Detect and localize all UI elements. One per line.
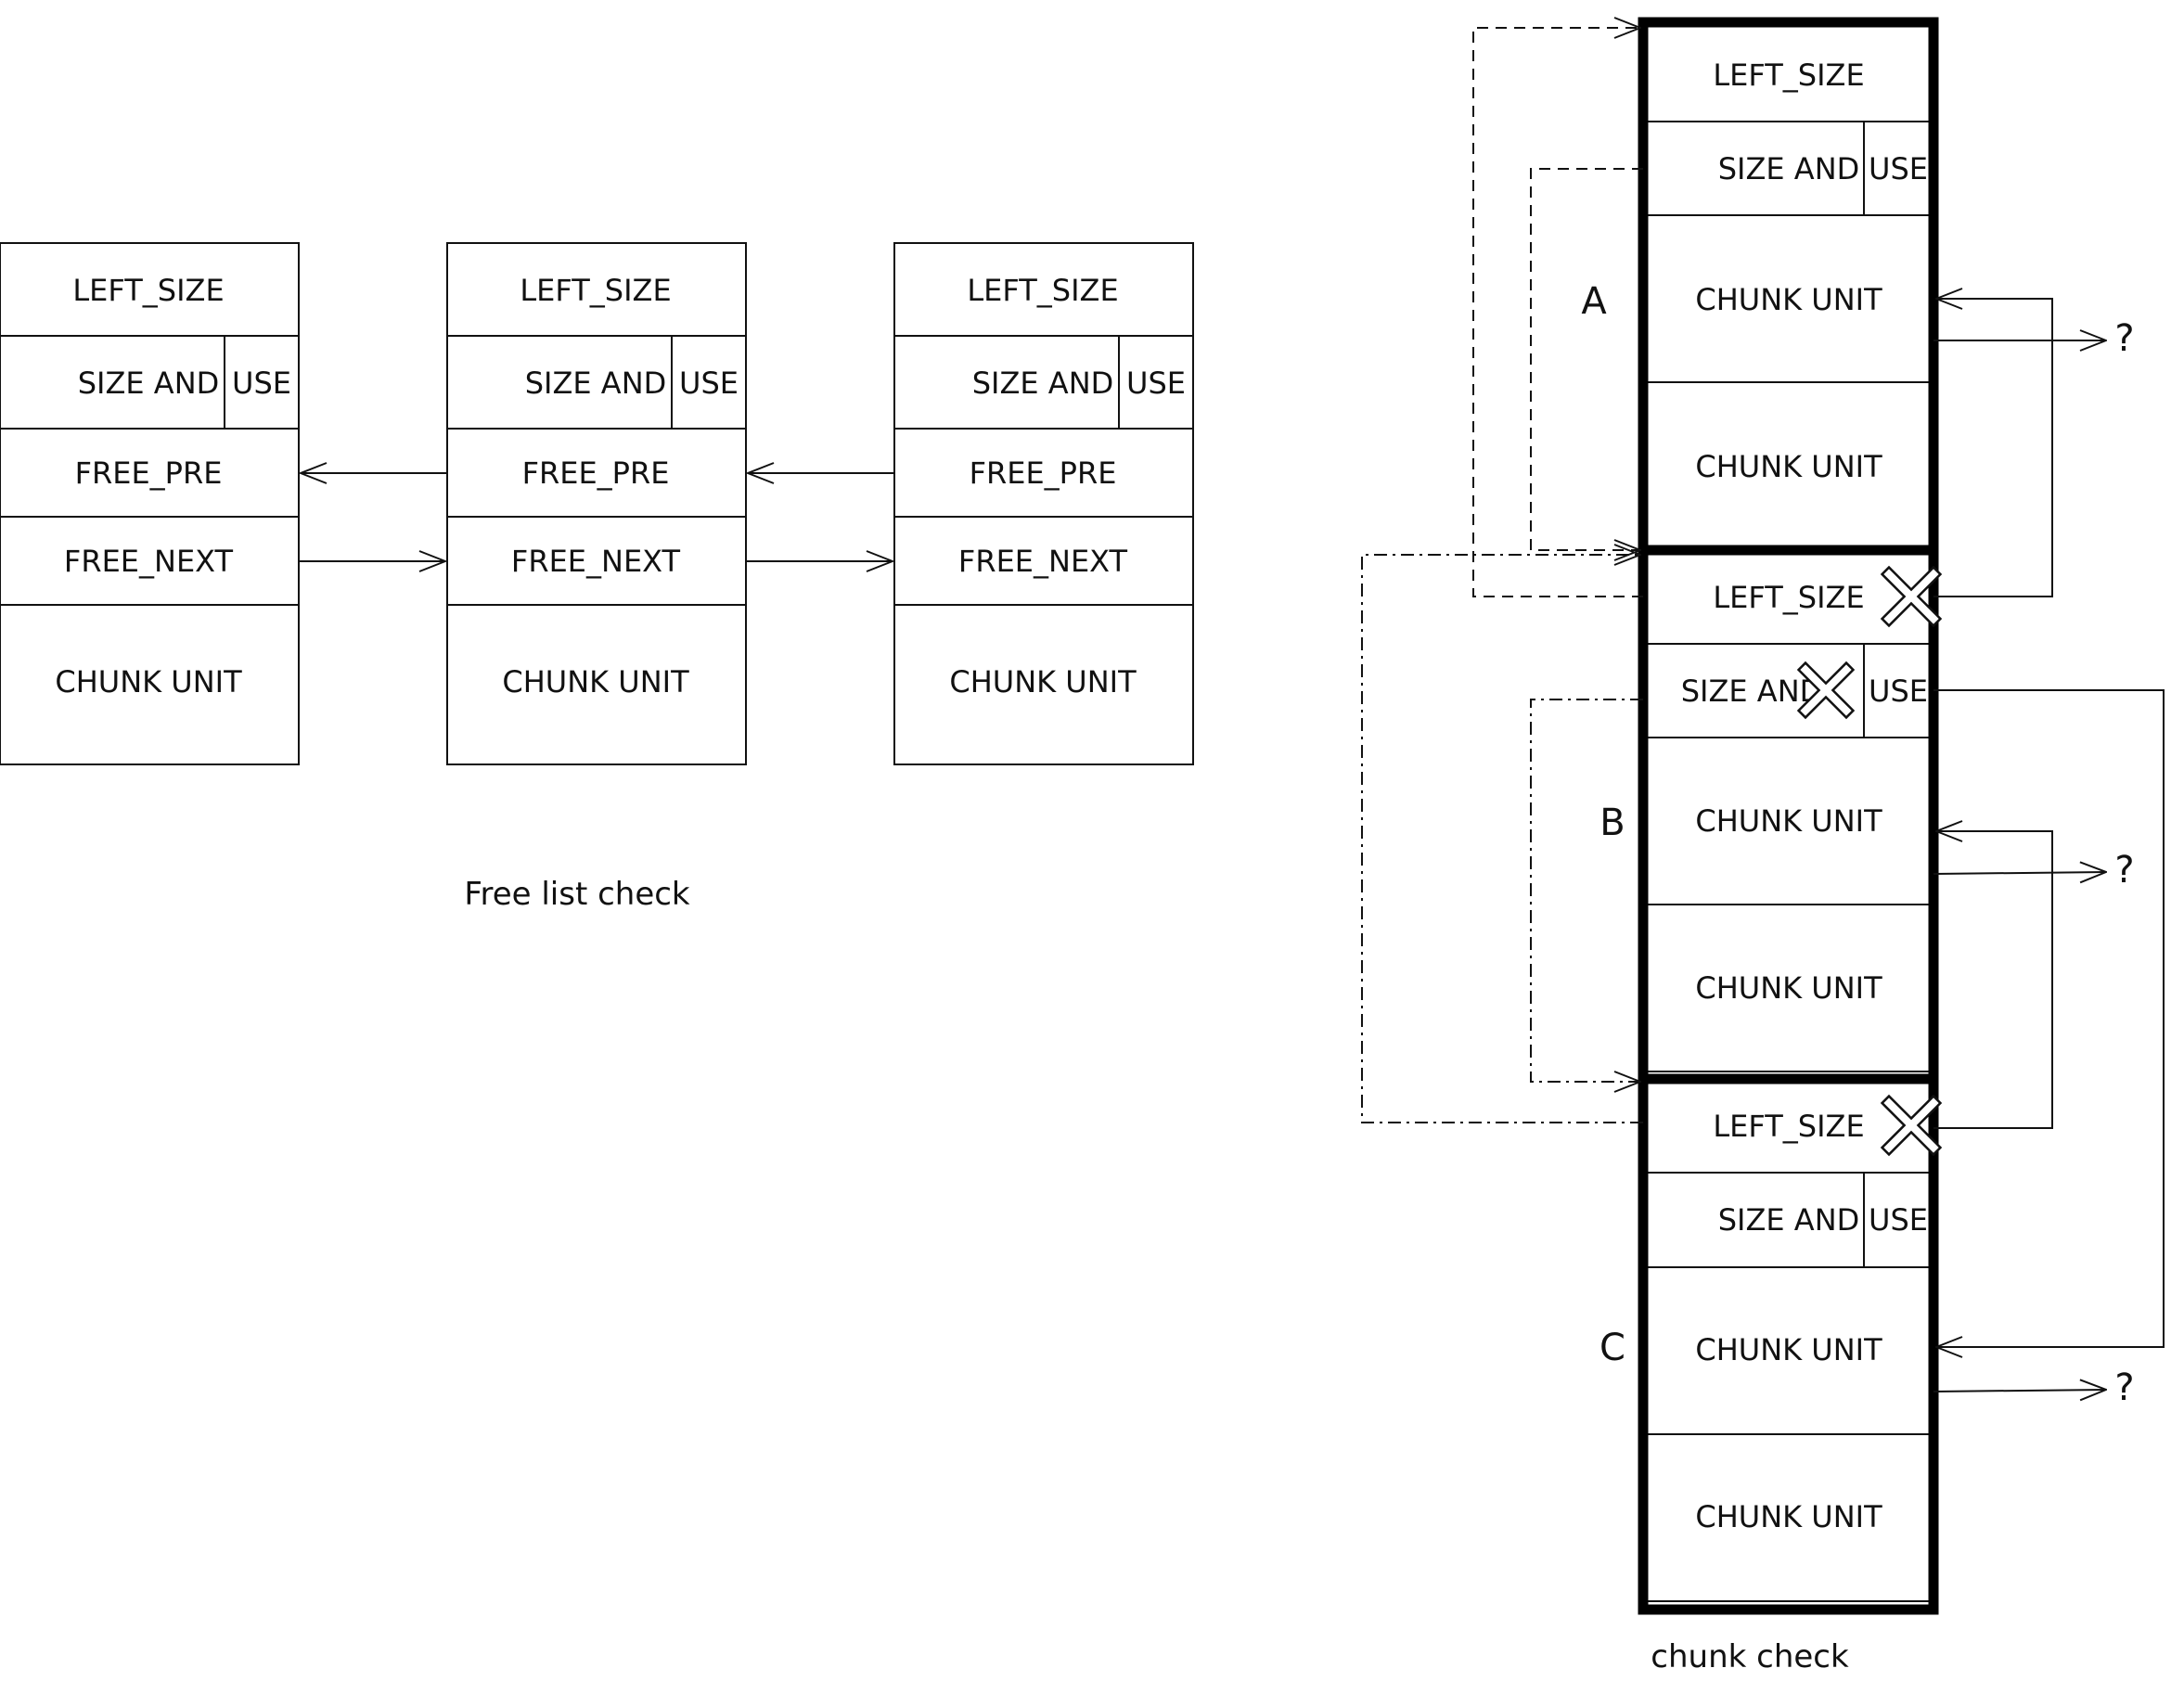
free-pre-cell — [893, 428, 1194, 518]
check-loop-arrow — [1933, 689, 2165, 1347]
unknown-arrow — [1933, 872, 2106, 874]
use-label: USE — [1869, 151, 1928, 186]
free-next-cell — [446, 516, 747, 606]
use-label: USE — [1869, 674, 1928, 709]
chunk-unit-cell — [893, 604, 1194, 765]
free-list-node: LEFT_SIZE SIZE AND USE FREE_PRE FREE_NEX… — [446, 242, 747, 765]
chunk-unit-cell — [446, 604, 747, 765]
free-pre-cell — [0, 428, 300, 518]
unknown-mark: ? — [2114, 317, 2134, 360]
free-list: LEFT_SIZE SIZE AND USE FREE_PRE FREE_NEX… — [0, 242, 1194, 913]
chunk-unit-label: CHUNK UNIT — [55, 664, 242, 699]
free-pre-cell — [446, 428, 747, 518]
chunk-label: B — [1599, 802, 1625, 844]
size-and-label: SIZE AND — [1718, 151, 1860, 186]
use-label: USE — [679, 366, 739, 401]
size-and-use-cell — [446, 335, 747, 430]
chunk-unit-label: CHUNK UNIT — [1695, 1332, 1882, 1367]
left-size-cell — [0, 242, 300, 337]
size-and-label: SIZE AND — [1718, 1202, 1860, 1238]
left-size-back-pointer — [1361, 555, 1643, 1123]
use-label: USE — [1126, 366, 1186, 401]
left-size-label: LEFT_SIZE — [1713, 580, 1864, 615]
free-next-label: FREE_NEXT — [958, 544, 1128, 579]
use-label: USE — [1869, 1202, 1928, 1238]
size-and-label: SIZE AND — [972, 366, 1114, 401]
free-pre-label: FREE_PRE — [970, 456, 1117, 491]
chunk-unit-cell — [0, 604, 300, 765]
left-size-label: LEFT_SIZE — [520, 273, 671, 308]
free-next-label: FREE_NEXT — [64, 544, 234, 579]
left-size-label: LEFT_SIZE — [72, 273, 224, 308]
chunk-label: C — [1599, 1327, 1625, 1369]
chunk-unit-label: CHUNK UNIT — [949, 664, 1137, 699]
chunk-unit-label: CHUNK UNIT — [1695, 449, 1882, 484]
chunk-unit-label: CHUNK UNIT — [1695, 282, 1882, 317]
chunk-label: A — [1581, 280, 1607, 323]
use-label: USE — [232, 366, 291, 401]
check-loop-arrow — [1933, 831, 2053, 1129]
size-and-use-cell — [893, 335, 1194, 430]
chunk-check-caption: chunk check — [1651, 1638, 1849, 1675]
check-loop-arrow — [1933, 299, 2053, 597]
unknown-mark: ? — [2114, 1367, 2134, 1409]
left-size-label: LEFT_SIZE — [1713, 1109, 1864, 1144]
free-pre-label: FREE_PRE — [522, 456, 670, 491]
unknown-arrow — [1933, 1390, 2106, 1392]
free-list-node: LEFT_SIZE SIZE AND USE FREE_PRE FREE_NEX… — [893, 242, 1194, 765]
left-size-cell — [893, 242, 1194, 337]
free-list-caption: Free list check — [464, 876, 690, 913]
chunk-unit-label: CHUNK UNIT — [1695, 1499, 1882, 1534]
chunk-unit-label: CHUNK UNIT — [1695, 803, 1882, 839]
free-pre-label: FREE_PRE — [75, 456, 223, 491]
size-and-label: SIZE AND — [78, 366, 220, 401]
left-size-cell — [446, 242, 747, 337]
size-forward-pointer — [1530, 699, 1643, 1082]
free-list-node: LEFT_SIZE SIZE AND USE FREE_PRE FREE_NEX… — [0, 242, 300, 765]
chunk-unit-label: CHUNK UNIT — [502, 664, 689, 699]
chunk-cell-dividers — [1643, 121, 1933, 1602]
chunk-unit-label: CHUNK UNIT — [1695, 970, 1882, 1006]
cross-icon — [1796, 661, 1856, 720]
size-and-use-cell — [0, 335, 300, 430]
left-size-label: LEFT_SIZE — [967, 273, 1118, 308]
free-next-cell — [0, 516, 300, 606]
chunk-c-outline — [1638, 1073, 1939, 1615]
left-size-back-pointer — [1472, 28, 1643, 597]
size-forward-pointer — [1530, 168, 1643, 550]
left-size-label: LEFT_SIZE — [1713, 58, 1864, 93]
cross-icon — [1880, 1094, 1943, 1157]
chunk-check: A LEFT_SIZE SIZE AND USE CHUNK UNIT CHUN… — [1361, 22, 2165, 1675]
free-next-cell — [893, 516, 1194, 606]
unknown-mark: ? — [2114, 849, 2134, 892]
size-and-label: SIZE AND — [525, 366, 667, 401]
cross-icon — [1880, 565, 1943, 628]
size-and-label: SIZE AND — [1681, 674, 1823, 709]
free-next-label: FREE_NEXT — [511, 544, 681, 579]
